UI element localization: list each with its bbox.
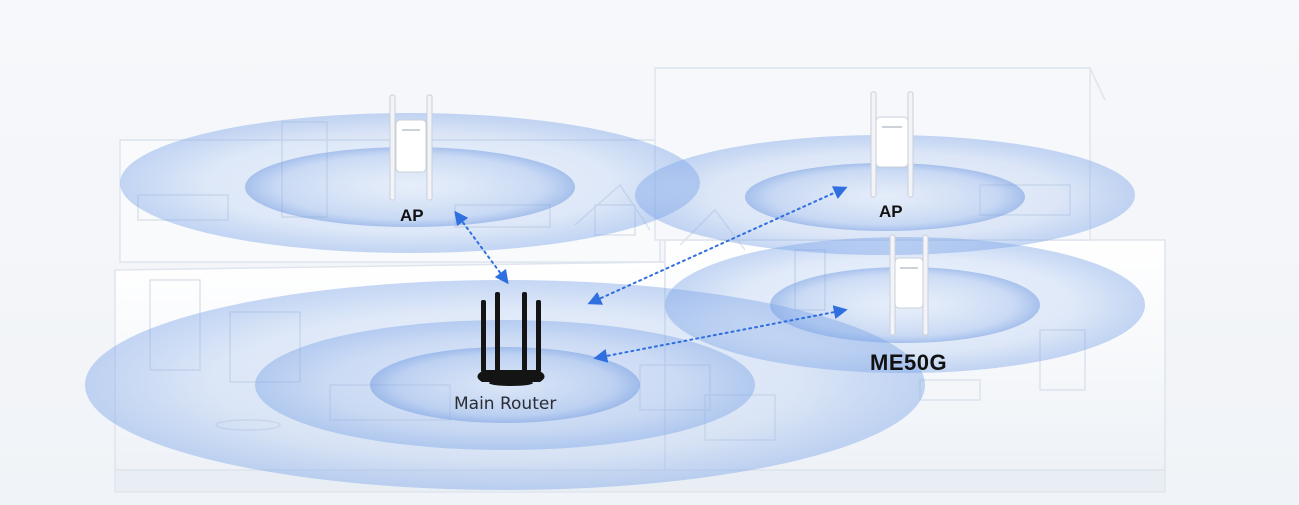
ap-right-label: AP (879, 202, 903, 221)
link-arrows (454, 186, 848, 363)
link-arrow-router-me50g (593, 305, 848, 363)
access-point-icon (389, 94, 433, 201)
access-point-icon (889, 234, 929, 336)
ap-left-label: AP (400, 206, 424, 225)
access-point-icon (870, 91, 914, 198)
me50g-label: ME50G (870, 350, 948, 375)
coverage-ring-upper-left-inner (245, 147, 575, 227)
link-arrow-router-ap-right (587, 186, 848, 305)
link-arrow-router-ap-left (454, 210, 509, 285)
main-router-label: Main Router (454, 394, 557, 414)
router-icon (477, 292, 545, 386)
